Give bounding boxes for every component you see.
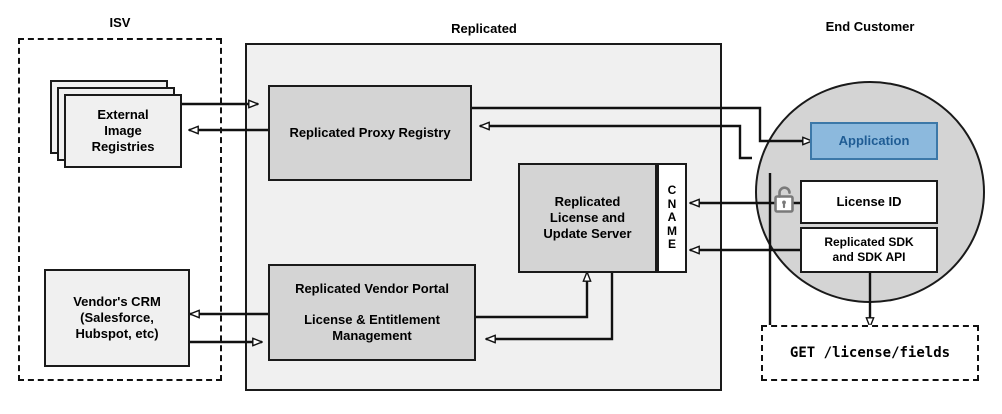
replicated-sdk-and-sdk-api[interactable]: Replicated SDK and SDK API	[800, 227, 938, 273]
license-server-line-3: Update Server	[543, 226, 632, 242]
unlocked-padlock-icon	[774, 186, 794, 213]
crm-line-3: Hubspot, etc)	[75, 326, 159, 342]
registries-line-1: External	[97, 106, 149, 122]
license-fields-request[interactable]: GET /license/fields	[761, 325, 979, 381]
application-label: Application	[838, 132, 910, 148]
vendor-portal-title: Replicated Vendor Portal	[295, 280, 449, 296]
vendor-portal-line-4: Management	[332, 328, 412, 343]
edge-portal-to-license-server	[476, 272, 587, 319]
replicated-license-and-update-server[interactable]: Replicated License and Update Server	[518, 163, 657, 273]
zone-title-end-customer: End Customer	[825, 19, 915, 34]
license-server-line-2: License and	[549, 209, 626, 225]
cname-letter-n: N	[667, 196, 677, 211]
registries-line-3: Registries	[91, 139, 155, 155]
license-fields-request-text: GET /license/fields	[789, 345, 951, 361]
cname-strip[interactable]: C N A M E	[657, 163, 687, 273]
license-id-label: License ID	[836, 193, 902, 209]
edge-proxy-to-application	[470, 106, 812, 141]
crm-line-2: (Salesforce,	[80, 309, 154, 325]
proxy-registry-label: Replicated Proxy Registry	[289, 124, 451, 140]
vendor-portal-subtitle-group: License & Entitlement Management	[304, 312, 440, 345]
edge-license-server-to-portal	[486, 271, 614, 339]
cname-letter-a: A	[667, 210, 677, 225]
sdk-line-2: and SDK API	[832, 250, 906, 264]
cname-letter-e: E	[667, 237, 676, 252]
registries-line-2: Image	[104, 122, 142, 138]
replicated-proxy-registry[interactable]: Replicated Proxy Registry	[268, 85, 472, 181]
zone-isv	[18, 38, 222, 381]
sdk-line-1: Replicated SDK	[824, 235, 914, 249]
zone-title-isv: ISV	[109, 15, 131, 30]
replicated-vendor-portal[interactable]: Replicated Vendor Portal License & Entit…	[268, 264, 476, 361]
zone-title-replicated: Replicated	[451, 21, 517, 36]
cname-letter-m: M	[667, 223, 677, 238]
edge-application-to-proxy	[480, 126, 752, 160]
cname-letter-c: C	[667, 183, 677, 198]
vendor-portal-line-3: License & Entitlement	[304, 311, 440, 327]
external-image-registries[interactable]: External Image Registries	[64, 94, 182, 168]
license-server-line-1: Replicated	[554, 193, 621, 209]
vendors-crm[interactable]: Vendor's CRM (Salesforce, Hubspot, etc)	[44, 269, 190, 367]
license-id[interactable]: License ID	[800, 180, 938, 224]
application[interactable]: Application	[810, 122, 938, 160]
crm-line-1: Vendor's CRM	[73, 293, 161, 309]
